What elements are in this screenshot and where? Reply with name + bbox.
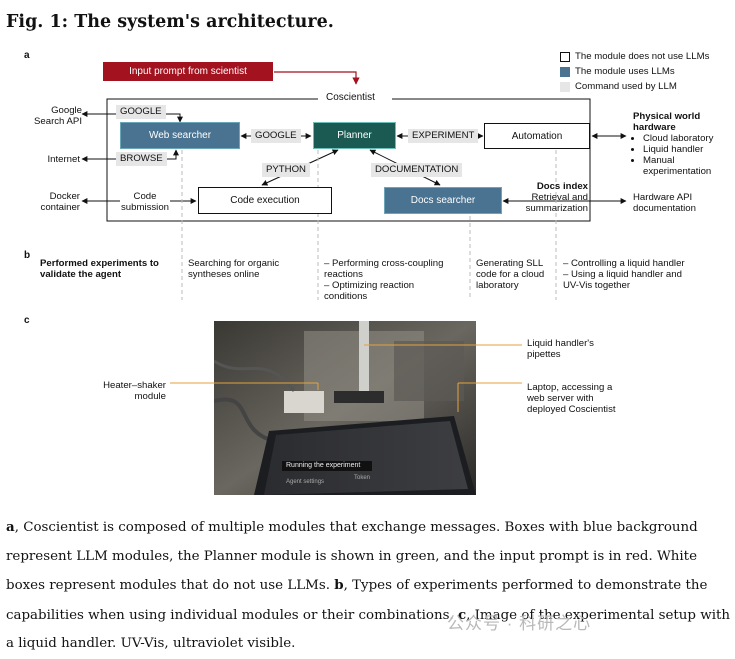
- panel-b-label: b: [24, 250, 31, 261]
- panel-b-col2-item: – Performing cross-coupling reactions: [324, 258, 444, 280]
- screen-token: Token: [354, 475, 371, 481]
- legend-blue-swatch: [560, 66, 570, 77]
- caption-a-text: , Coscientist is composed of multiple mo…: [6, 520, 698, 593]
- panel-b-col2-item: – Optimizing reaction conditions: [324, 280, 415, 302]
- laptop-screen-titlebar: [282, 461, 372, 471]
- panel-b-col4-item: – Using a liquid handler and UV-Vis toge…: [563, 269, 682, 291]
- docs-index-block: Docs index Retrieval and summarization: [508, 181, 588, 214]
- panel-a-label: a: [24, 50, 30, 61]
- google-api-arrow: [81, 111, 183, 123]
- automation-box: Automation: [484, 123, 590, 149]
- figure-title: Fig. 1: The system's architecture.: [6, 12, 334, 32]
- pipettes-label: Liquid handler's pipettes: [527, 338, 594, 360]
- photo-callouts: [170, 344, 522, 412]
- legend: The module does not use LLMs The module …: [560, 49, 709, 94]
- physical-hardware-title: Physical world hardware: [633, 111, 701, 133]
- docker-container-label: Docker container: [40, 191, 80, 213]
- heater-shaker-label: Heater–shaker module: [103, 380, 166, 402]
- tag-browse: BROWSE: [116, 152, 167, 166]
- laptop-label: Laptop, accessing a web server with depl…: [527, 382, 616, 415]
- screen-title: Running the experiment: [286, 462, 361, 469]
- physical-hardware-block: Physical world hardware Cloud laboratory…: [633, 111, 728, 177]
- figure-caption: a, Coscientist is composed of multiple m…: [6, 513, 731, 659]
- legend-grey-swatch: [560, 81, 570, 92]
- coscientist-frame: [106, 98, 591, 222]
- legend-no-llm-label: The module does not use LLMs: [575, 51, 710, 62]
- legend-no-llm: The module does not use LLMs: [560, 49, 709, 64]
- coscientist-label: Coscientist: [322, 92, 379, 103]
- code-submission-label: Code submission: [120, 191, 170, 213]
- legend-uses-llm: The module uses LLMs: [560, 64, 709, 79]
- panel-b-heading: Performed experiments to validate the ag…: [40, 258, 159, 280]
- google-search-api-label: Google Search API: [34, 105, 82, 127]
- tag-google-top: GOOGLE: [116, 105, 166, 119]
- physical-hardware-list: Cloud laboratory Liquid handler Manual e…: [633, 133, 728, 177]
- legend-command-label: Command used by LLM: [575, 81, 677, 92]
- hardware-item: Manual experimentation: [643, 155, 728, 177]
- panel-b-col4: – Controlling a liquid handler – Using a…: [563, 258, 693, 291]
- input-prompt-box: Input prompt from scientist: [103, 62, 273, 81]
- legend-command: Command used by LLM: [560, 79, 709, 94]
- caption-c-text: , Image of the experimental setup with a…: [6, 607, 731, 652]
- caption-b-text: , Types of experiments performed to demo…: [6, 578, 708, 623]
- panel-c-label: c: [24, 315, 30, 326]
- internet-label: Internet: [47, 154, 80, 165]
- tag-python: PYTHON: [262, 163, 310, 177]
- caption-a-letter: a: [6, 519, 15, 535]
- caption-b-letter: b: [334, 577, 344, 593]
- tag-google-mid: GOOGLE: [251, 129, 301, 143]
- web-searcher-box: Web searcher: [120, 122, 240, 149]
- planner-box: Planner: [313, 122, 396, 149]
- lab-photo-drawing: [214, 321, 476, 495]
- watermark: 公众号 · 科研之心: [447, 614, 592, 633]
- hardware-item: Cloud laboratory: [643, 133, 728, 144]
- hardware-item: Liquid handler: [643, 144, 728, 155]
- legend-white-swatch: [560, 51, 570, 62]
- tag-documentation: DOCUMENTATION: [371, 163, 463, 177]
- docs-searcher-box: Docs searcher: [384, 187, 502, 214]
- panel-b-col4-item: – Controlling a liquid handler: [563, 258, 685, 269]
- panel-b-col1: Searching for organic syntheses online: [188, 258, 280, 280]
- panel-b-col2: – Performing cross-coupling reactions – …: [324, 258, 444, 302]
- docs-index-title: Docs index: [536, 181, 588, 192]
- retrieval-label: Retrieval and summarization: [525, 192, 588, 214]
- screen-settings: Agent settings: [286, 479, 325, 485]
- tag-experiment: EXPERIMENT: [408, 129, 479, 143]
- hardware-api-label: Hardware API documentation: [633, 192, 696, 214]
- caption-c-letter: c: [457, 606, 467, 623]
- lab-photo: Running the experiment Agent settings To…: [214, 321, 476, 495]
- code-execution-box: Code execution: [198, 187, 332, 214]
- internet-arrow: [81, 149, 179, 162]
- legend-uses-llm-label: The module uses LLMs: [575, 66, 675, 77]
- panel-b-col3: Generating SLL code for a cloud laborato…: [476, 258, 545, 291]
- input-prompt-arrow: [274, 71, 360, 85]
